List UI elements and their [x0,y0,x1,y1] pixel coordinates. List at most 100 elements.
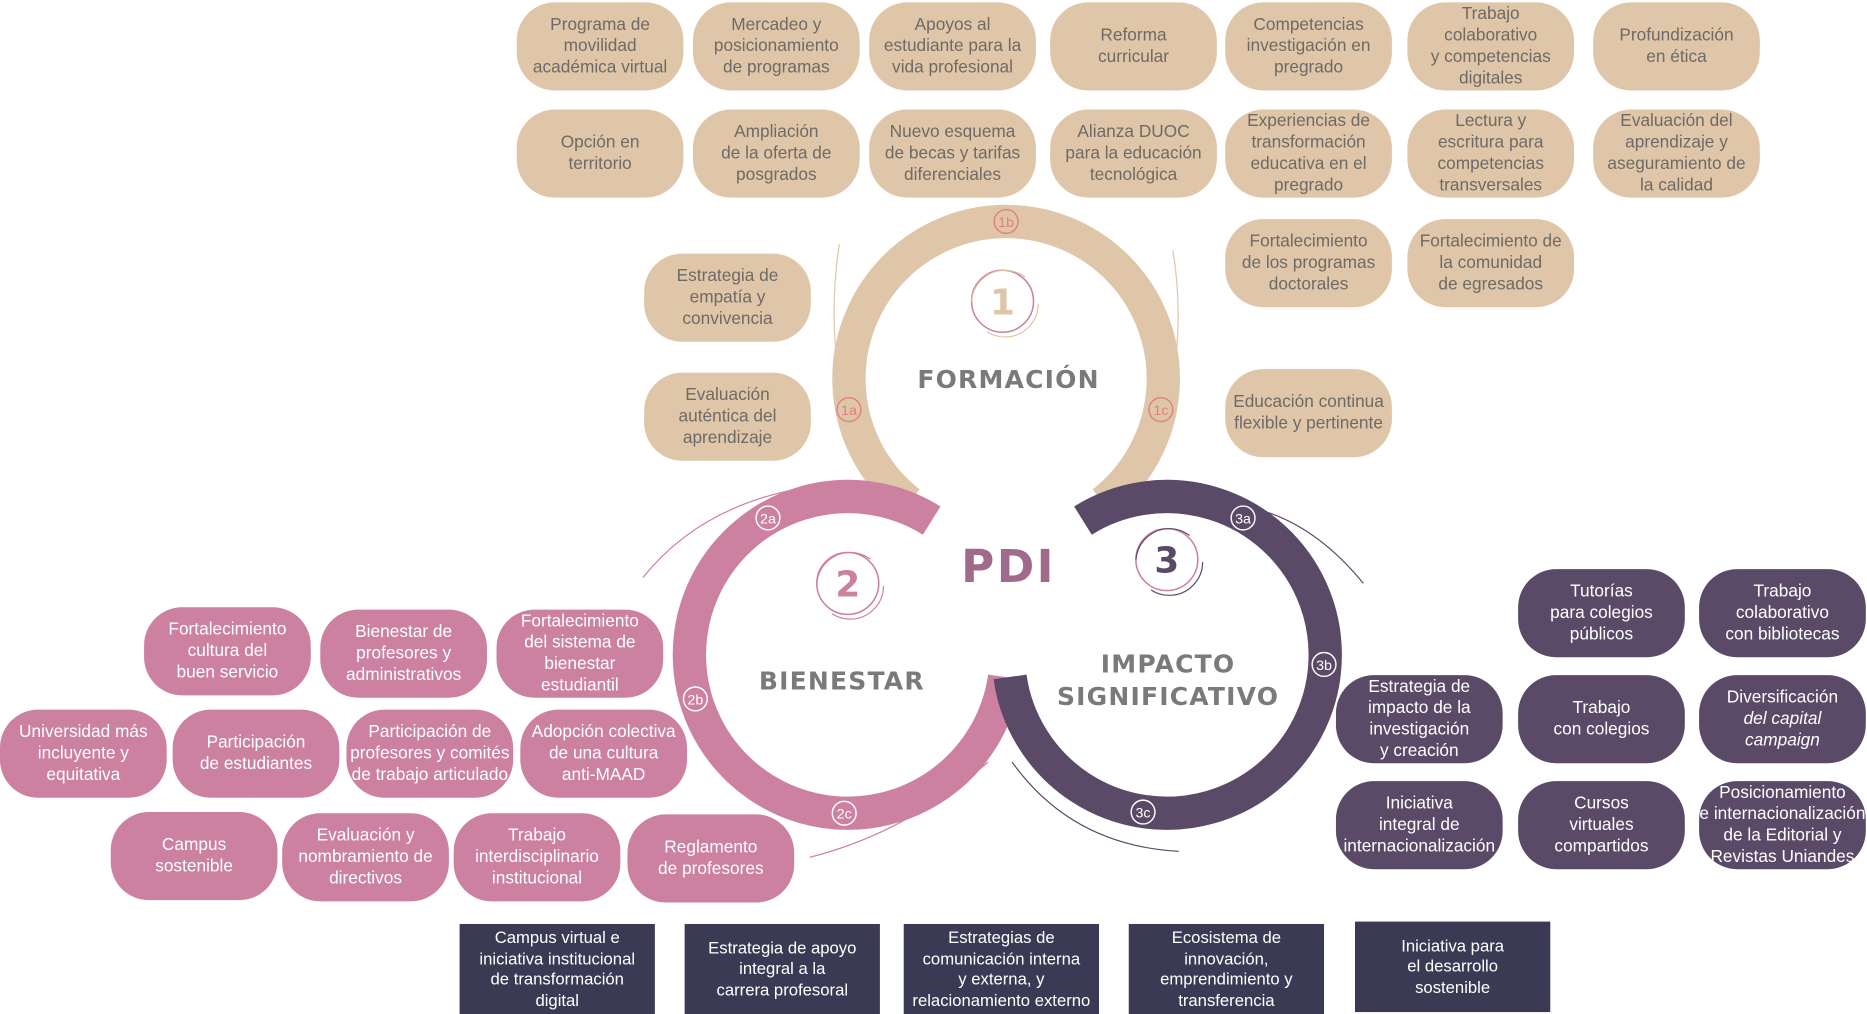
initiative-text-line: de egresados [1438,275,1544,295]
initiative-text-line: de estudiantes [199,754,313,774]
initiative-text-line: aprendizaje [682,428,773,448]
initiative-text-line: la comunidad [1439,253,1543,273]
initiative-text-line: relacionamiento externo [912,990,1091,1010]
pillar-number-3: 3 [1154,541,1179,582]
initiative-text-line: del sistema de [524,633,636,653]
initiative-text-line: auténtica del [678,407,777,427]
marker-2b: 2b [687,692,703,708]
initiative-text-line: Universidad más [19,722,148,742]
initiative-text-line: Trabajo [508,826,566,846]
initiative-text-line: directivos [329,869,403,889]
initiative-text-line: Competencias [1253,15,1364,35]
initiative-text-line: aprendizaje y [1625,133,1728,153]
initiative-text-line: posicionamiento [713,36,839,56]
initiative-text-line: sostenible [1415,977,1491,997]
initiative-text-line: Iniciativa para [1401,935,1505,955]
initiative-text-line: Apoyos al [914,15,991,35]
initiative-text-line: Estrategia de [1368,677,1471,697]
initiative-text-line: académica virtual [532,58,668,78]
initiative-text-line: colaborativo [1735,603,1829,623]
pillar-number-2: 2 [835,565,860,606]
ring-formacion [832,204,1180,516]
initiative-text-line: empatía y [689,288,766,308]
marker-1b: 1b [998,215,1014,231]
initiative-text-line: interdisciplinario [475,847,599,867]
initiative-text-line: pregrado [1273,176,1344,196]
initiative-text-line: Estrategia de apoyo [708,937,857,958]
initiative-text-line: de una cultura [548,744,659,764]
initiative-text-line: y creación [1379,741,1459,761]
initiative-text-line: de transformación [490,969,624,989]
initiative-text-line: Campus [161,835,227,855]
initiative-text-line: internacionalización [1343,837,1496,857]
marker-2c: 2c [837,807,852,823]
marker-3a-circle [1230,505,1256,531]
initiative-text-line: la calidad [1639,176,1713,196]
initiative-text-line: equitativa [46,765,121,785]
initiative-text-line: Opción en [560,133,640,153]
initiative-text-line: emprendimiento y [1160,969,1293,989]
initiative-text-line: y externa, y [958,969,1045,989]
pillar-number-2-circle-outline [816,551,885,620]
pillar-title-bienestar: BIENESTAR [758,666,925,696]
ring-bienestar [672,479,1022,830]
marker-3c-circle [1130,799,1156,825]
initiative-text-line: posgrados [736,165,817,185]
initiative-text-line: aseguramiento de [1607,154,1746,174]
initiative-text-line: iniciativa institucional [479,948,636,968]
initiative-text-line: campaign [1745,731,1820,751]
marker-2b-circle [682,686,708,712]
initiative-text-line: institucional [491,869,583,889]
initiative-text-line: de la Editorial y [1723,826,1842,846]
initiative-text-line: Participación de [368,722,492,742]
initiative-text-line: Experiencias de [1247,111,1370,131]
initiative-text-line: integral a la [739,958,826,978]
initiative-text-line: Estrategias de [948,927,1055,947]
initiative-text-line: escritura para [1437,133,1544,153]
initiative-text-line: nombramiento de [298,847,433,867]
initiative-text-line: carrera profesoral [716,979,849,999]
initiative-text-line: integral de [1378,815,1460,835]
initiative-text-line: e internacionalización [1699,804,1866,824]
initiative-text-line: Trabajo [1461,4,1520,24]
initiative-text-line: estudiante para la [883,36,1022,56]
initiative-text-line: compartidos [1554,837,1649,857]
initiative-text-line: Reglamento [664,838,758,858]
initiative-text-line: administrativos [346,665,462,685]
initiative-text-line: comunicación interna [922,948,1081,968]
initiative-text-line: impacto de la [1367,698,1471,718]
initiative-text-line: en ética [1646,47,1707,67]
marker-2a: 2a [760,511,776,527]
initiative-text-line: Nuevo esquema [889,122,1016,142]
initiative-text-line: Fortalecimiento de [1419,232,1562,252]
pillar-number-1: 1 [990,282,1015,323]
initiative-text-line: digitales [1459,69,1523,89]
initiative-text-line: Fortalecimiento [1249,232,1368,252]
initiative-text-line: movilidad [563,36,637,56]
initiative-text-line: Programa de [550,15,650,35]
